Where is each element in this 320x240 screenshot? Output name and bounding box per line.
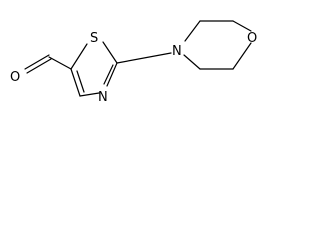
aldehyde-co-bond-2 (26, 58, 52, 74)
structure-diagram: O S N N O (0, 0, 264, 108)
ring-c4-c5-bond-2 (76, 70, 85, 93)
c2-morpholine-n-bond (116, 52, 172, 64)
aldehyde-oxygen-label: O (10, 70, 20, 85)
ring-c2-n3-bond-1 (106, 62, 118, 87)
morpholine-oxygen-label: O (247, 31, 257, 46)
ring-c2-n3-bond-2 (103, 64, 114, 85)
morph-o-lower-bond (232, 42, 252, 70)
morph-upper-o-bond (232, 20, 252, 32)
aldehyde-co-bond-1 (24, 54, 50, 70)
morph-lower-n-bond (183, 54, 201, 70)
morpholine-nitrogen-label: N (172, 44, 182, 59)
atom-label-layer: O S N N O (10, 31, 257, 105)
bond-layer (24, 20, 252, 97)
ring-s-c2-bond (102, 41, 118, 64)
thiazole-nitrogen-label: N (98, 90, 108, 105)
ring-c5-s-bond (70, 43, 88, 70)
morph-n-upper-bond (184, 20, 201, 42)
ring-c4-c5-bond-1 (70, 68, 81, 97)
aldehyde-c-c5-bond (48, 56, 72, 70)
thiazole-sulfur-label: S (90, 31, 98, 46)
molecule-drawing: O S N N O (10, 20, 257, 105)
ring-n3-c4-bond (79, 92, 100, 97)
